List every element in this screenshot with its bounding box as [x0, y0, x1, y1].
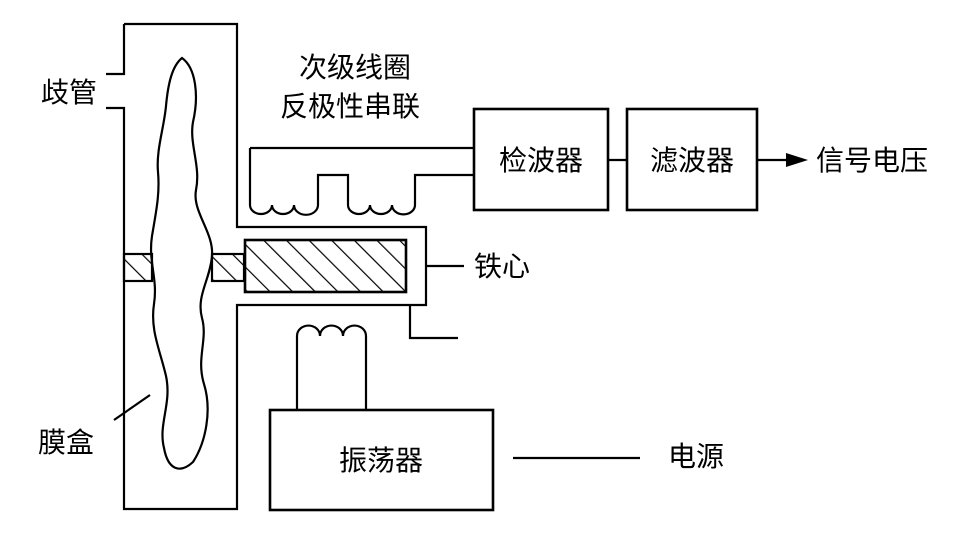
primary-coil-wiring	[295, 336, 368, 410]
signal-voltage-label: 信号电压	[816, 144, 928, 177]
secondary-coil-right	[346, 204, 417, 216]
filter-box	[625, 107, 759, 212]
right-stem	[210, 252, 246, 283]
left-stem	[122, 252, 154, 283]
housing-outline	[106, 22, 428, 511]
ground-lead	[408, 305, 458, 340]
manifold-label: 歧管	[41, 76, 97, 109]
oscillator-label: 振荡器	[339, 444, 423, 477]
iron-core	[243, 238, 408, 294]
detector-label: 检波器	[499, 144, 583, 177]
capsule-label: 膜盒	[38, 426, 94, 459]
secondary-coil-label-1: 次级线圈	[299, 51, 411, 84]
capsule-leader	[113, 394, 151, 421]
primary-coil	[295, 324, 368, 337]
oscillator-box	[268, 408, 495, 512]
detector-box	[472, 107, 610, 212]
iron-core-label: 铁心	[474, 250, 530, 283]
secondary-coil-wiring	[248, 146, 474, 205]
output-arrow-head	[786, 153, 808, 167]
secondary-coil-label-2: 反极性串联	[280, 90, 420, 123]
filter-label: 滤波器	[650, 144, 734, 177]
capsule-membrane	[150, 56, 214, 470]
power-supply-label: 电源	[668, 440, 724, 473]
secondary-coil-left	[248, 204, 320, 216]
